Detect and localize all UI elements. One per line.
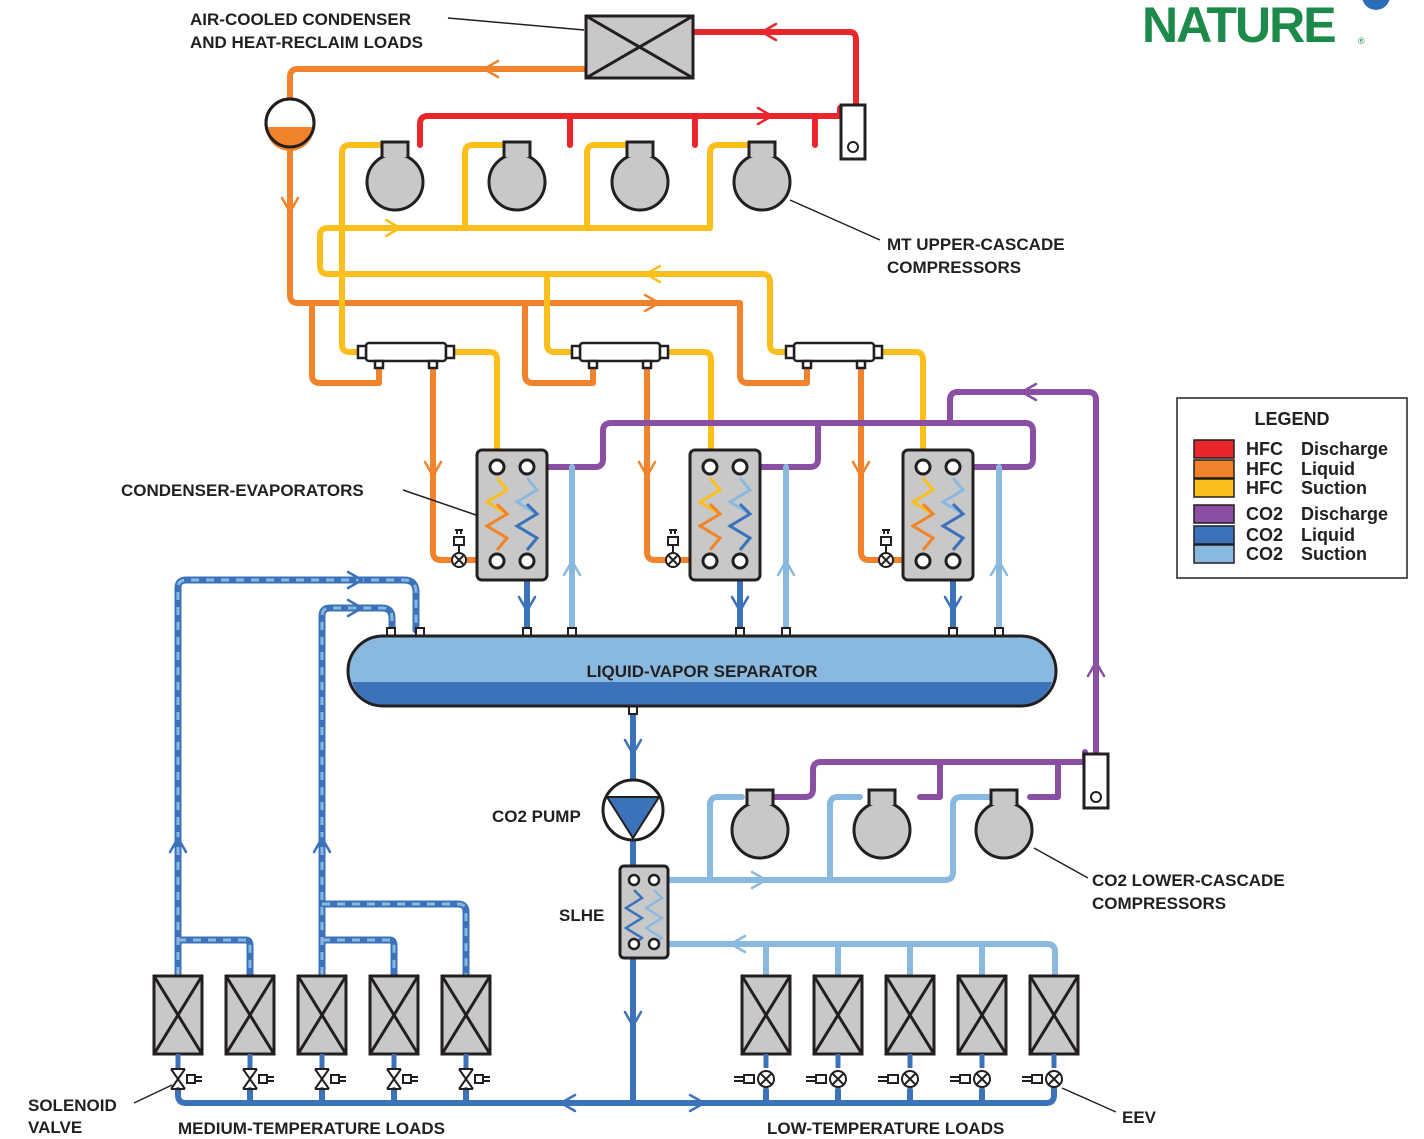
leader-lines: [133, 17, 1117, 1113]
eev-valve: [806, 1070, 847, 1088]
lt-load-case: [956, 974, 1008, 1056]
mt-compressors-label-line2: COMPRESSORS: [887, 258, 1021, 277]
co2-compressor: [730, 788, 790, 860]
mt-load-case: [296, 974, 348, 1056]
logo-registered-mark: ®: [1358, 36, 1365, 46]
mt-compressor: [610, 140, 670, 212]
co2-pump-label: CO2 PUMP: [492, 807, 581, 826]
legend-fluid: CO2: [1246, 504, 1283, 524]
mt-compressors-label-line1: MT UPPER-CASCADE: [887, 235, 1065, 254]
legend-swatch: [1193, 478, 1235, 498]
condenser-evaporators-label: CONDENSER-EVAPORATORS: [121, 481, 364, 500]
legend-swatch: [1193, 439, 1235, 459]
eev-valve: [1022, 1070, 1063, 1088]
condenser-label-line1: AIR-COOLED CONDENSER: [190, 10, 411, 29]
solenoid-valve: [458, 1068, 490, 1090]
condenser-evaporator: [688, 448, 762, 582]
legend-title: LEGEND: [1254, 409, 1329, 429]
co2-return-pipes: [174, 576, 470, 979]
mt-load-case: [152, 974, 204, 1056]
mt-load-case: [440, 974, 492, 1056]
suction-accumulator: [356, 341, 456, 370]
legend-state: Suction: [1301, 544, 1367, 564]
receiver-tank: [264, 97, 316, 151]
lt-load-case: [812, 974, 864, 1056]
solenoid-valve: [314, 1068, 346, 1090]
lt-load-case: [884, 974, 936, 1056]
co2-compressor: [852, 788, 912, 860]
lt-load-case: [1028, 974, 1080, 1056]
oil-separator-co2: [1082, 752, 1110, 810]
mt-load-case: [224, 974, 276, 1056]
eev-valve: [950, 1070, 991, 1088]
slhe-heat-exchanger: [618, 864, 670, 960]
co2-compressors-label-line2: COMPRESSORS: [1092, 894, 1226, 913]
air-cooled-condenser: [584, 14, 695, 80]
suction-accumulator: [570, 341, 670, 370]
legend-state: Liquid: [1301, 525, 1355, 545]
hfc-suction-pipes: [317, 142, 926, 468]
mt-compressor: [487, 140, 547, 212]
hfc-discharge-pipes: [417, 29, 859, 148]
legend-swatch: [1193, 525, 1235, 545]
lt-loads-label: LOW-TEMPERATURE LOADS: [767, 1119, 1004, 1138]
mt-compressor: [365, 140, 425, 212]
condenser-label-line2: AND HEAT-RECLAIM LOADS: [190, 33, 423, 52]
legend-fluid: CO2: [1246, 544, 1283, 564]
slhe-label: SLHE: [559, 906, 604, 925]
lt-load-case: [740, 974, 792, 1056]
legend-fluid: HFC: [1246, 439, 1283, 459]
mt-load-case: [368, 974, 420, 1056]
legend-fluid: CO2: [1246, 525, 1283, 545]
eev-valve: [878, 1070, 919, 1088]
legend-state: Discharge: [1301, 504, 1388, 524]
co2-pump: [601, 778, 665, 842]
solenoid-valve: [242, 1068, 274, 1090]
liquid-vapor-separator: [346, 627, 1058, 715]
co2-compressor: [974, 788, 1034, 860]
mt-loads-label: MEDIUM-TEMPERATURE LOADS: [178, 1119, 445, 1138]
legend-state: Discharge: [1301, 439, 1388, 459]
co2-discharge-pipes: [535, 389, 1099, 800]
legend-swatch: [1193, 504, 1235, 524]
eev-valve: [734, 1070, 775, 1088]
nature-logo: NATURE ®: [1142, 0, 1390, 53]
legend-swatch: [1193, 544, 1235, 564]
condenser-evaporator: [901, 448, 975, 582]
solenoid-valve: [170, 1068, 202, 1090]
eev-label: EEV: [1122, 1108, 1157, 1127]
mt-compressor: [732, 140, 792, 212]
expansion-valve: [451, 529, 467, 568]
solenoid-valve: [386, 1068, 418, 1090]
legend-fluid: HFC: [1246, 478, 1283, 498]
separator-label: LIQUID-VAPOR SEPARATOR: [586, 662, 817, 681]
legend-fluid: HFC: [1246, 459, 1283, 479]
co2-suction-pipes: [569, 464, 1058, 978]
logo-badge-icon: [1362, 0, 1390, 10]
suction-accumulator: [784, 341, 884, 370]
expansion-valve: [665, 529, 681, 568]
expansion-valve: [878, 529, 894, 568]
co2-liquid-pipes: [175, 569, 1057, 1106]
solenoid-valve-label-line1: SOLENOID: [28, 1096, 117, 1115]
condenser-evaporator: [475, 448, 549, 582]
legend-swatch: [1193, 459, 1235, 479]
legend-state: Suction: [1301, 478, 1367, 498]
co2-compressors-label-line1: CO2 LOWER-CASCADE: [1092, 871, 1285, 890]
flow-arrows: [168, 22, 1106, 1113]
oil-separator-hfc: [839, 103, 867, 161]
solenoid-valve-label-line2: VALVE: [28, 1118, 82, 1137]
logo-text: NATURE: [1142, 0, 1335, 53]
legend-state: Liquid: [1301, 459, 1355, 479]
